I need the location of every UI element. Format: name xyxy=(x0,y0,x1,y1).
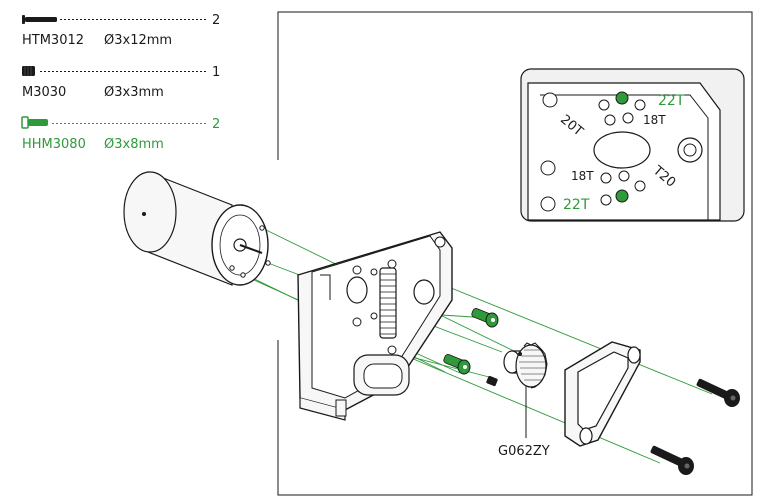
qty-value: 2 xyxy=(212,13,220,28)
motor-rear-cap xyxy=(123,171,177,253)
part-number: HHM3080 xyxy=(22,137,86,152)
dc-motor xyxy=(123,171,271,286)
part-size: Ø3x8mm xyxy=(104,137,164,152)
hardware-row-hhm3080: 2 HHM3080 Ø3x8mm xyxy=(21,116,220,152)
hex-screw-icon xyxy=(21,116,48,129)
set-screw xyxy=(486,375,498,387)
cutout-shape xyxy=(593,131,651,169)
button-screw-lower xyxy=(650,445,694,475)
part-number: M3030 xyxy=(22,85,66,100)
hardware-row-htm3012: 2 HTM3012 Ø3x12mm xyxy=(22,13,220,48)
part-size: Ø3x3mm xyxy=(104,85,164,100)
set-screw-icon xyxy=(22,66,35,76)
pinion-part-label: G062ZY xyxy=(498,444,550,459)
hex-screw-lower xyxy=(443,354,471,375)
gearbox-cover xyxy=(564,341,641,447)
internal-spur-gear xyxy=(379,267,397,339)
part-size: Ø3x12mm xyxy=(104,33,172,48)
housing-bore xyxy=(413,279,435,305)
inset-label-22t-bottom: 22T xyxy=(563,197,590,213)
qty-value: 2 xyxy=(212,117,220,132)
motor-shaft xyxy=(239,244,263,254)
inset-label-18t-top: 18T xyxy=(643,113,666,127)
inset-label-22t-top: 22T xyxy=(658,93,685,109)
button-screw-upper xyxy=(696,378,740,407)
hex-screw-upper xyxy=(471,308,499,328)
part-number: HTM3012 xyxy=(22,33,84,48)
pinion-gear xyxy=(503,342,548,438)
qty-value: 1 xyxy=(212,65,220,80)
22t-position-marker xyxy=(615,91,629,105)
22t-position-marker xyxy=(615,189,629,203)
gear-detail-inset: 22T 20T 18T 18T T20 22T xyxy=(520,68,745,222)
frame-outline xyxy=(277,11,753,496)
hardware-row-m3030: 1 M3030 Ø3x3mm xyxy=(22,65,220,100)
long-screw-icon xyxy=(22,15,57,24)
hardware-list: 2 HTM3012 Ø3x12mm 1 M3030 Ø3x3mm 2 xyxy=(21,13,220,152)
inset-label-18t-bottom: 18T xyxy=(571,169,594,183)
gearbox-housing xyxy=(297,231,453,421)
